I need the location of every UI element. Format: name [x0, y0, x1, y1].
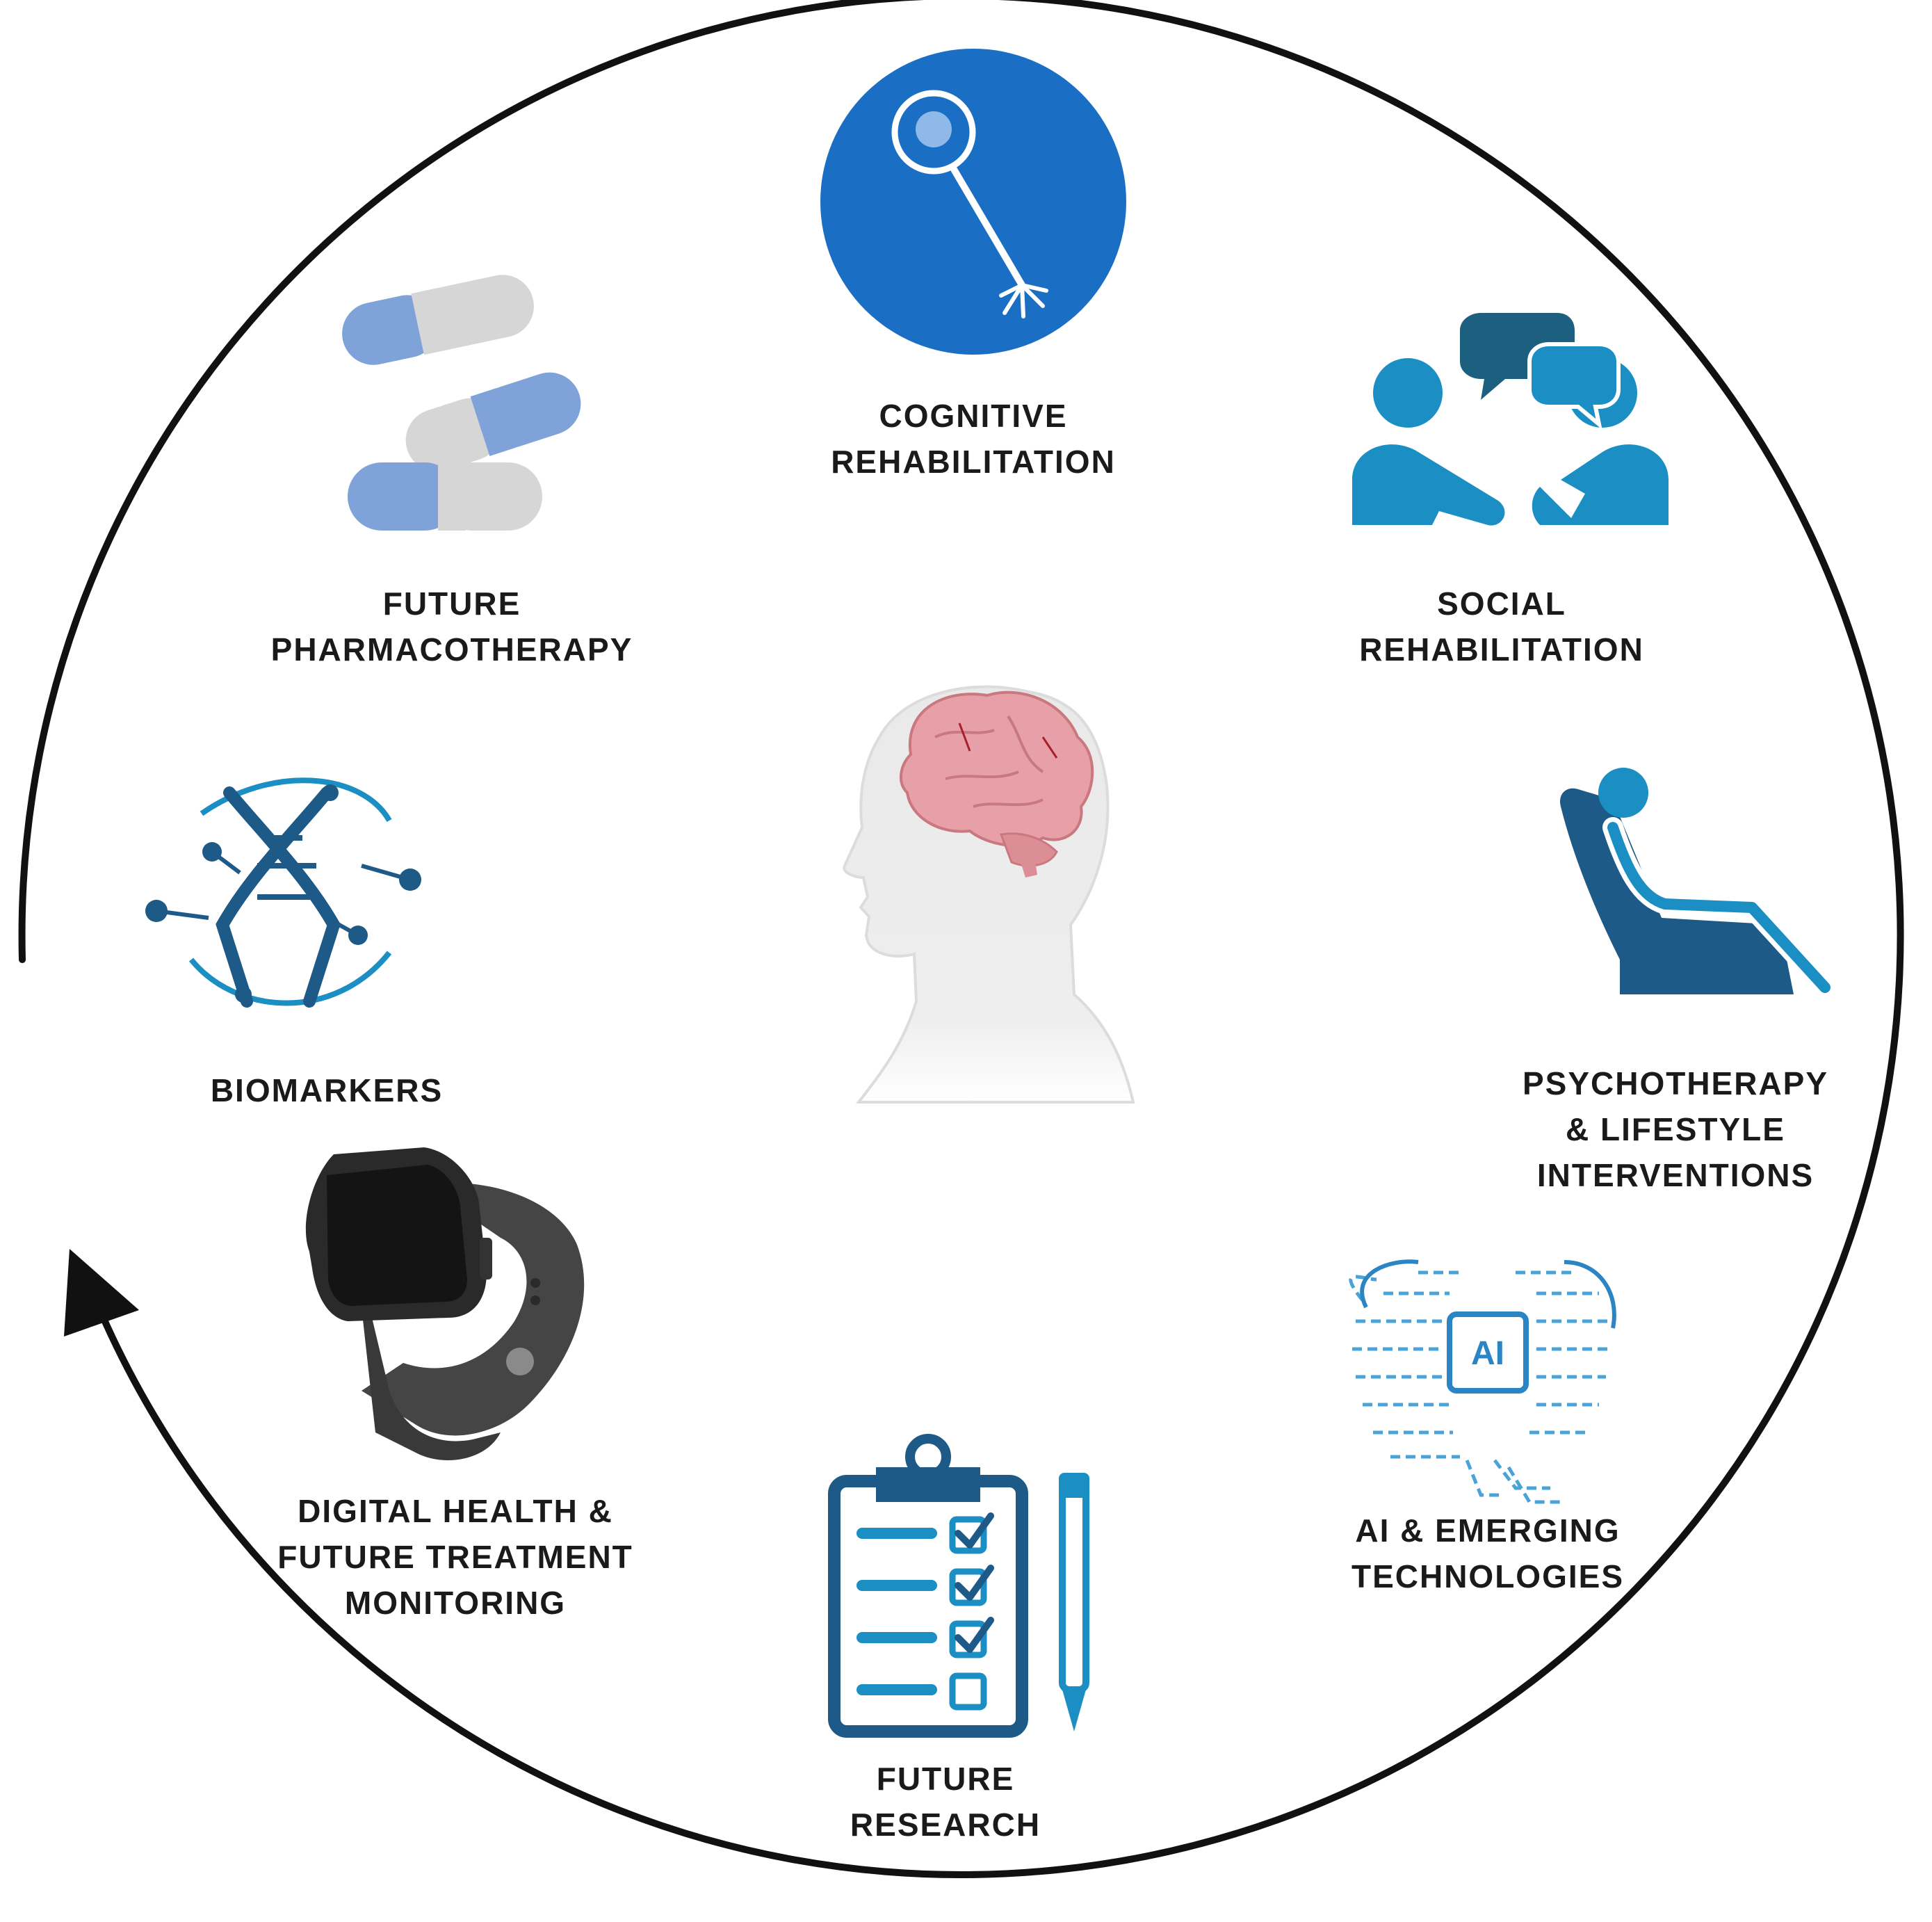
label-digital-health: DIGITAL HEALTH & FUTURE TREATMENT MONITO… [277, 1493, 633, 1621]
label-social-rehabilitation: SOCIAL REHABILITATION [1359, 586, 1644, 668]
label-future-pharmacotherapy: FUTURE PHARMACOTHERAPY [270, 586, 633, 668]
label-biomarkers: BIOMARKERS [210, 1072, 444, 1108]
label-psychotherapy-lifestyle: PSYCHOTHERAPY & LIFESTYLE INTERVENTIONS [1522, 1065, 1829, 1193]
label-future-research: FUTURE RESEARCH [850, 1761, 1041, 1843]
label-ai-emerging-technologies: AI & EMERGING TECHNOLOGIES [1351, 1512, 1625, 1594]
label-cognitive-rehabilitation: COGNITIVE REHABILITATION [831, 398, 1116, 480]
cycle-ring-arc [18, 0, 1904, 1878]
cycle-arrowhead-icon [64, 1249, 139, 1336]
ai-chip-label: AI [1471, 1335, 1504, 1372]
